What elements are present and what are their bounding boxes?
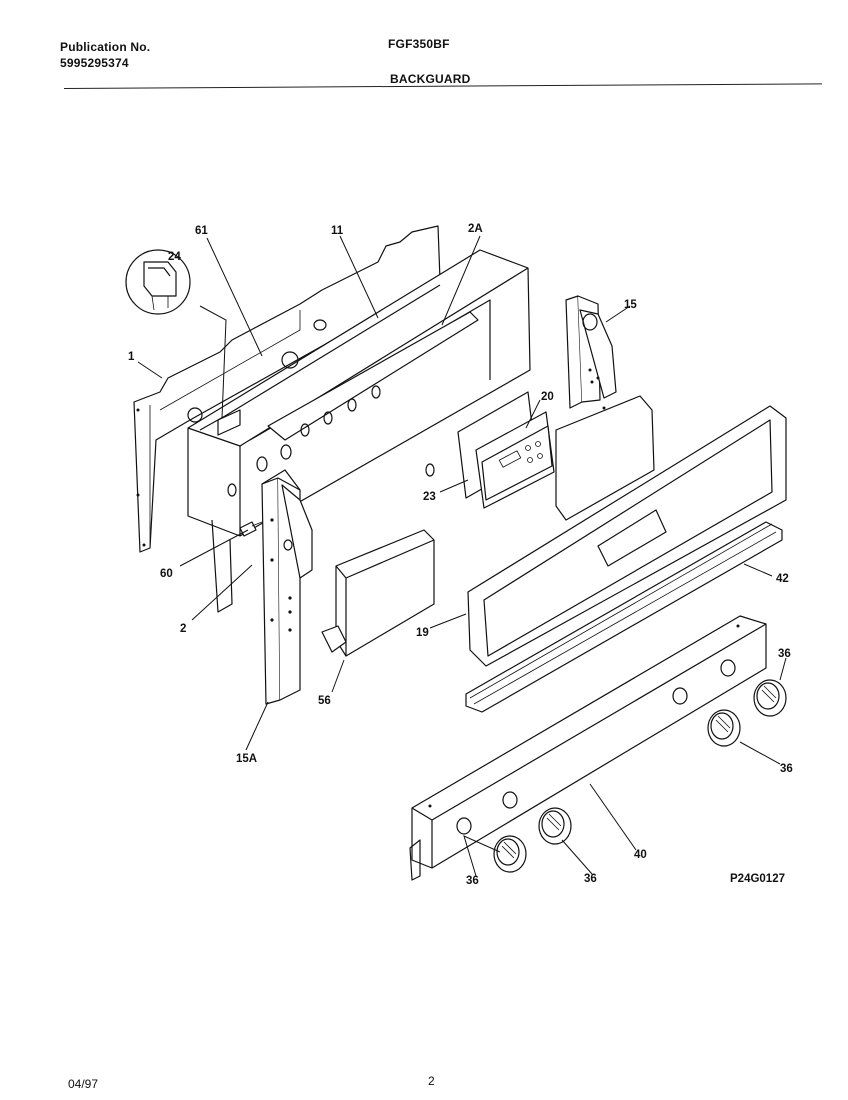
callout-15A: 15A [236, 753, 257, 765]
section-title: BACKGUARD [390, 72, 471, 86]
publication-label: Publication No. [60, 40, 151, 54]
part-15A-side-bracket [261, 469, 313, 705]
callout-20: 20 [541, 391, 554, 403]
callout-23: 23 [423, 491, 436, 503]
part-11-backguard-housing [187, 249, 531, 613]
part-1-back-panel [133, 225, 441, 553]
footer-date: 04/97 [68, 1077, 99, 1091]
callout-36-b: 36 [780, 763, 793, 775]
callout-42: 42 [776, 573, 789, 585]
callout-60: 60 [160, 568, 173, 580]
part-42-trim-strip [465, 521, 783, 713]
callout-15: 15 [624, 299, 637, 311]
callout-19: 19 [416, 627, 429, 639]
leader-lines [137, 235, 787, 877]
part-36-knob-4 [753, 679, 787, 717]
page-number: 2 [428, 1074, 435, 1088]
drawing-id: P24G0127 [730, 873, 785, 885]
part-19-display-panel [467, 395, 787, 667]
callout-1: 1 [128, 351, 135, 363]
part-36-knob-2 [538, 807, 572, 845]
callout-36-a: 36 [778, 648, 791, 660]
callout-36-c: 36 [466, 875, 479, 887]
part-24-switch-detail [125, 249, 191, 315]
part-36-knob-1 [493, 835, 527, 873]
part-20-23-clock-board [457, 391, 555, 509]
part-40-control-panel [409, 615, 767, 881]
callout-24: 24 [168, 251, 181, 263]
callout-56: 56 [318, 695, 331, 707]
publication-number: 5995295374 [60, 56, 129, 70]
part-36-knob-3 [707, 709, 741, 747]
callout-11: 11 [331, 225, 344, 237]
callout-2A: 2A [468, 223, 483, 235]
callout-2: 2 [180, 623, 186, 635]
part-56-shield [321, 529, 435, 657]
model-number: FGF350BF [388, 37, 450, 51]
callout-40: 40 [634, 849, 647, 861]
callout-36-d: 36 [584, 873, 597, 885]
part-15-right-bracket [565, 295, 617, 410]
callout-61: 61 [195, 225, 208, 237]
